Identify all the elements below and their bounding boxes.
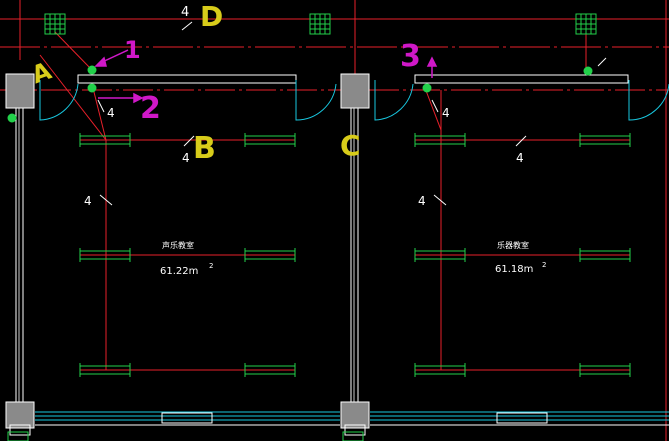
fixture-l5	[79, 363, 131, 377]
wire-count-label: 4	[107, 106, 115, 120]
annotation-letter-b: B	[193, 131, 216, 166]
columns	[5, 73, 370, 436]
junction-box-icon	[44, 13, 66, 35]
fixture-r6	[579, 363, 631, 377]
room-name-left: 声乐教室	[162, 240, 194, 250]
column-top-mid	[340, 73, 370, 109]
door-left-b	[295, 80, 337, 121]
door-right-b	[628, 80, 669, 121]
fixture-r3	[414, 248, 466, 262]
wire-diag-a	[39, 54, 107, 141]
fixture-r4	[579, 248, 631, 262]
room-area-left: 61.22m	[160, 266, 198, 277]
annotation-numbers: 1 2 3	[124, 36, 421, 126]
junction-box-icon	[7, 431, 29, 441]
junction-box-icon	[575, 13, 597, 35]
column-bottom-left	[5, 401, 35, 429]
wire-node-icon	[422, 83, 432, 93]
bottom-windows	[35, 411, 669, 421]
annotation-number-2: 2	[140, 91, 161, 126]
wire-nodes	[7, 65, 593, 123]
door-left-a	[39, 80, 79, 121]
fixture-l1	[79, 133, 131, 147]
room-name-right: 乐器教室	[497, 240, 529, 250]
annotation-number-3: 3	[400, 39, 421, 74]
fixture-l2	[244, 133, 296, 147]
wire-count-label: 4	[442, 106, 450, 120]
wire-node-icon	[583, 66, 593, 76]
room-area-right: 61.18m	[495, 264, 533, 275]
wire-diag-top-left	[54, 31, 93, 71]
junction-box-icon	[7, 13, 597, 441]
room-area-sup-left: 2	[209, 262, 213, 270]
junction-box-icon	[342, 431, 364, 441]
annotation-letter-d: D	[200, 0, 223, 33]
walls	[15, 74, 629, 409]
bottom-window-sills	[35, 412, 669, 426]
fixture-l3	[79, 248, 131, 262]
wire-count-label: 4	[84, 194, 92, 208]
wire-node-icon	[87, 83, 97, 93]
annotation-arrows	[94, 49, 438, 104]
column-bottom-mid	[340, 401, 370, 429]
room-area-sup-right: 2	[542, 261, 546, 269]
wire-count-label: 4	[418, 194, 426, 208]
annotation-letters: A B C D	[28, 0, 361, 166]
wire-node-icon	[7, 113, 17, 123]
light-fixtures	[79, 133, 631, 377]
wall-top-left	[77, 74, 297, 84]
wall-top-right	[414, 74, 629, 84]
room-labels: 声乐教室 61.22m 2 乐器教室 61.18m 2	[160, 240, 546, 277]
wire-count-label: 4	[182, 151, 190, 165]
fixture-r5	[414, 363, 466, 377]
annotation-number-1: 1	[124, 36, 141, 64]
wire-count-label: 4	[516, 151, 524, 165]
arrowhead-icon	[426, 56, 438, 67]
fixture-r2	[579, 133, 631, 147]
wire-ticks	[97, 21, 607, 206]
arrowhead-icon	[133, 92, 144, 104]
doors	[39, 80, 669, 121]
annotation-letter-c: C	[340, 129, 361, 162]
wire-node-icon	[87, 65, 97, 75]
fixture-r1	[414, 133, 466, 147]
wire-diag-right	[424, 87, 442, 131]
wire-count-label: 4	[181, 5, 189, 20]
junction-box-icon	[309, 13, 331, 35]
fixture-l6	[244, 363, 296, 377]
door-right-a	[374, 80, 414, 121]
fixture-l4	[244, 248, 296, 262]
wire-diag-b	[92, 87, 107, 141]
wire-count-labels: 4 4 4 4 4 4 4	[84, 5, 524, 208]
arrowhead-icon	[94, 56, 107, 67]
column-top-left	[5, 73, 35, 109]
